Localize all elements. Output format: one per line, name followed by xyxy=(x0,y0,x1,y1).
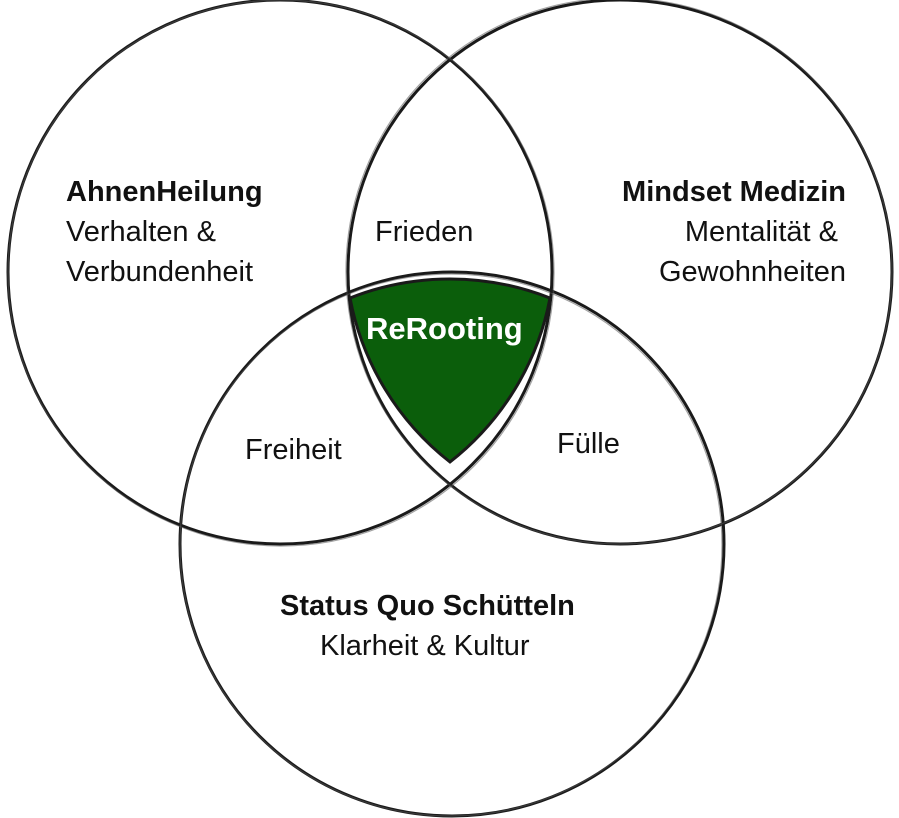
right-circle-line2: Gewohnheiten xyxy=(658,256,846,288)
center-intersection xyxy=(348,277,552,464)
bottom-circle-title: Status Quo Schütteln xyxy=(280,590,575,622)
left-circle-line1: Verhalten & xyxy=(66,216,216,248)
right-circle-title: Mindset Medizin xyxy=(622,176,846,208)
overlap-right-bottom-label: Fülle xyxy=(557,428,620,460)
overlap-left-bottom-label: Freiheit xyxy=(245,434,342,466)
left-circle-line2: Verbundenheit xyxy=(66,256,254,288)
left-circle-title: AhnenHeilung xyxy=(66,176,263,208)
right-circle-line1: Mentalität & xyxy=(684,216,838,248)
center-label: ReRooting xyxy=(366,311,523,346)
bottom-circle-line1: Klarheit & Kultur xyxy=(320,630,530,662)
circle-left-sketch xyxy=(7,0,555,547)
overlap-left-right-label: Frieden xyxy=(375,216,474,248)
circle-bottom-sketch xyxy=(179,273,723,817)
circle-right-sketch xyxy=(345,0,893,545)
